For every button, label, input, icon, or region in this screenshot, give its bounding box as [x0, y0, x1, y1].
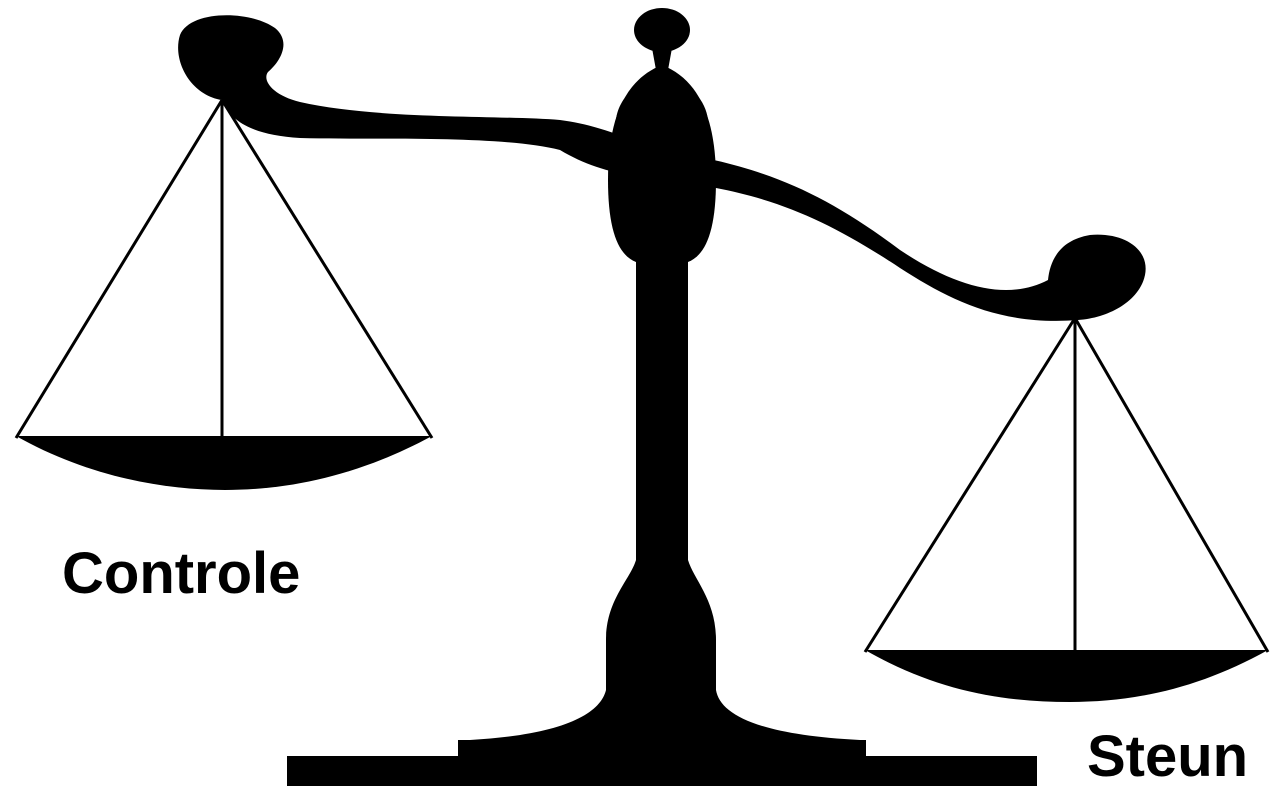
left-pan: [16, 436, 432, 490]
right-pan-strings: [865, 318, 1268, 652]
left-pan-strings: [16, 100, 432, 438]
finial-knob: [634, 8, 690, 52]
post-flare: [470, 560, 860, 740]
post-body: [608, 65, 716, 262]
right-pan: [865, 650, 1268, 702]
base-upper: [458, 740, 866, 758]
base-lower: [287, 756, 1037, 786]
right-pan-label: Steun: [1087, 728, 1248, 786]
post-column: [636, 255, 688, 575]
left-pan-label: Controle: [62, 545, 300, 603]
